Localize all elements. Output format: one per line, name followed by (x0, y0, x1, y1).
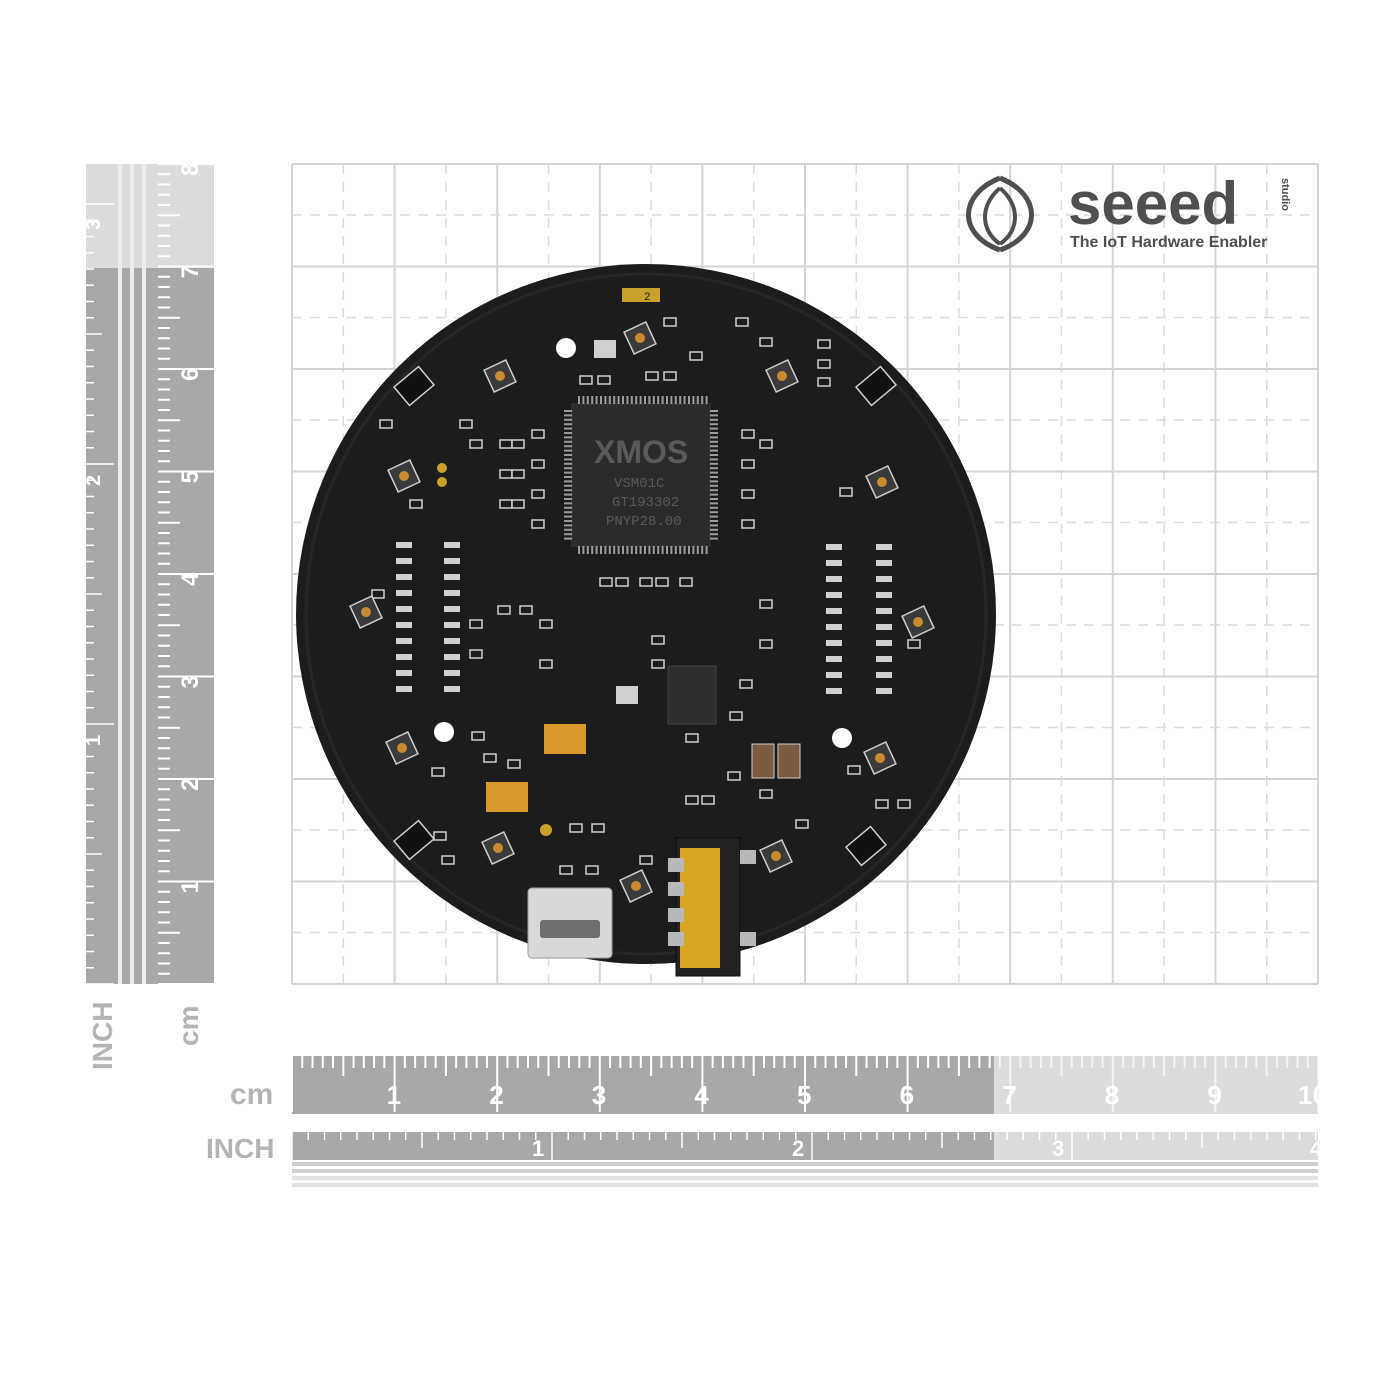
seeed-leaf-icon (966, 175, 1034, 253)
bottom-inch-unit-label: INCH (206, 1133, 274, 1164)
chip-line1: VSM01C (614, 476, 664, 492)
left-cm-number: 4 (177, 572, 204, 586)
left-cm-number: 3 (177, 675, 204, 688)
bottom-cm-number: 2 (489, 1080, 503, 1110)
sensor (392, 365, 436, 407)
left-cm-unit-label: cm (173, 1006, 204, 1046)
left-cm-number: 8 (177, 163, 204, 176)
left-inch-number: 2 (83, 475, 105, 486)
mounting-hole (434, 722, 454, 742)
bottom-cm-number: 3 (592, 1080, 606, 1110)
silk-label: 2 (644, 292, 651, 304)
codec-chip (667, 665, 717, 725)
left-cm-number: 1 (177, 880, 204, 893)
logo-brand: seeed (1068, 170, 1238, 237)
sensor (844, 825, 888, 867)
left-cm-ruler: 1 2 3 4 5 6 7 8 (114, 163, 214, 985)
logo-sub: studio (1279, 178, 1291, 211)
mounting-hole (832, 728, 852, 748)
ruler-band (142, 164, 146, 984)
tantalum-capacitor (486, 782, 528, 812)
left-cm-number: 2 (177, 778, 204, 791)
bottom-cm-number: 8 (1105, 1080, 1119, 1110)
pcb-board: 2 XMOS VSM01C GT193302 PNYP28.00 (296, 264, 996, 977)
audio-jack (668, 837, 756, 977)
bottom-inch-number: 3 (1052, 1136, 1064, 1161)
chip-line2: GT193302 (612, 495, 679, 511)
bottom-cm-number: 4 (694, 1080, 709, 1110)
bottom-inch-number: 2 (792, 1136, 804, 1161)
microphones (349, 321, 935, 903)
xmos-chip: XMOS VSM01C GT193302 PNYP28.00 (564, 396, 718, 554)
ruler-band (130, 164, 134, 984)
bottom-inch-ruler: 1 2 3 4 (291, 1132, 1333, 1187)
bottom-inch-number: 1 (532, 1136, 544, 1161)
sensor (392, 819, 436, 861)
left-inch-ruler: 3 2 1 (83, 164, 114, 985)
sop-pads (396, 542, 892, 694)
ruler-band (292, 1183, 1318, 1187)
left-inch-unit-label: INCH (87, 1002, 118, 1070)
mounting-hole (556, 338, 576, 358)
left-cm-number: 6 (177, 368, 204, 381)
sensor (854, 365, 898, 407)
seeed-logo: seeed studio The IoT Hardware Enabler (966, 170, 1291, 253)
chip-maker: XMOS (594, 434, 688, 470)
bottom-cm-number: 1 (387, 1080, 401, 1110)
bottom-cm-number: 6 (900, 1080, 914, 1110)
chip-line3: PNYP28.00 (606, 514, 682, 530)
bottom-cm-number: 9 (1207, 1080, 1221, 1110)
left-cm-number: 5 (177, 470, 204, 483)
bottom-cm-unit-label: cm (230, 1078, 273, 1111)
bottom-inch-number: 4 (1310, 1136, 1323, 1161)
bottom-cm-number: 10 (1298, 1080, 1327, 1110)
bottom-cm-ruler: 1 2 3 4 5 6 7 8 9 10 (291, 1056, 1327, 1114)
left-cm-number: 7 (177, 265, 204, 278)
ruler-band (292, 1176, 1318, 1180)
ruler-band (118, 164, 122, 984)
left-inch-number: 3 (83, 219, 105, 230)
ruler-band (292, 1169, 1318, 1173)
logo-tagline: The IoT Hardware Enabler (1070, 234, 1267, 251)
tantalum-capacitor (544, 724, 586, 754)
smd-components (371, 317, 921, 875)
ruler-band (292, 1162, 1318, 1166)
bottom-cm-number: 7 (1002, 1080, 1016, 1110)
left-inch-number: 1 (83, 735, 105, 746)
bottom-cm-number: 5 (797, 1080, 811, 1110)
